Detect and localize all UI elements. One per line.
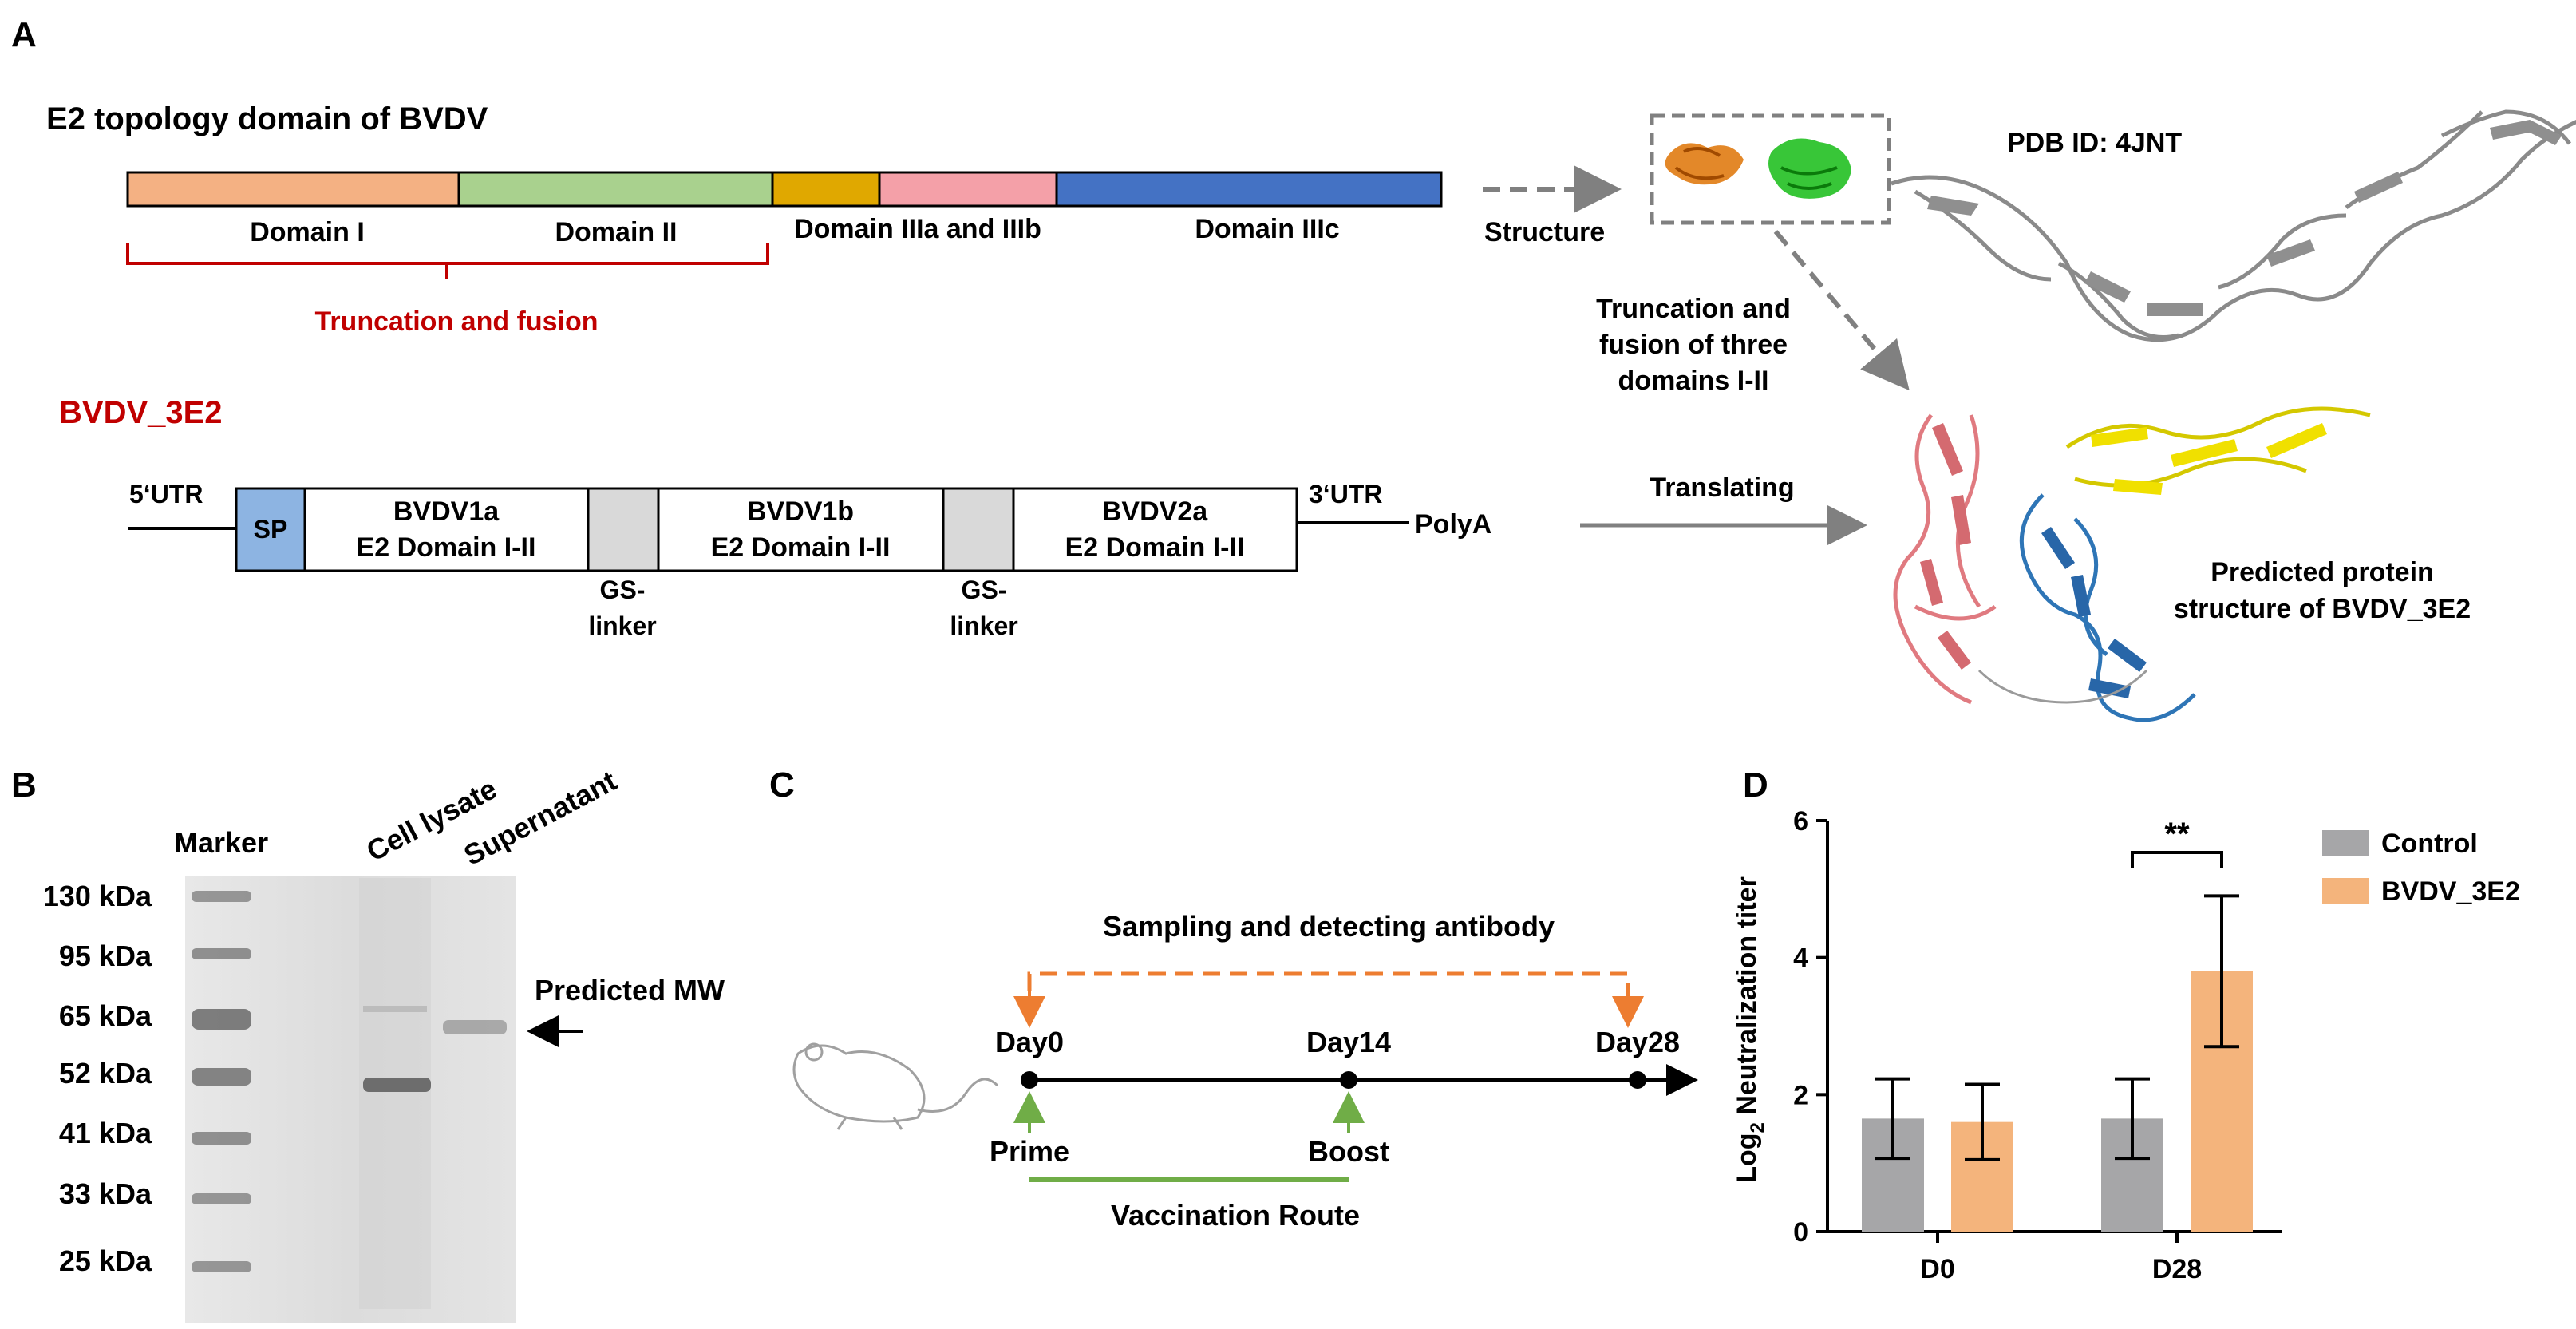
y-axis-title: Log2 Neutralization titer [1732, 876, 1768, 1183]
mw-25: 25 kDa [59, 1244, 152, 1277]
pdb-4jnt-sheets [1927, 120, 2562, 316]
translating-label: Translating [1650, 473, 1794, 503]
gs-linker-1-line1: GS- [600, 576, 646, 604]
y-tick-label: 2 [1793, 1080, 1808, 1110]
marker-label: Marker [174, 826, 268, 859]
mw-41: 41 kDa [59, 1117, 152, 1149]
segment-bvdv2a-domain: E2 Domain I-II [1065, 532, 1245, 563]
panel-label-a: A [11, 15, 37, 54]
segment-bvdv1a-domain: E2 Domain I-II [357, 532, 536, 563]
segment-bvdv1a-box [303, 487, 590, 572]
domain-bar [126, 171, 1443, 208]
domain-i-label: Domain I [250, 217, 365, 247]
prime-label: Prime [990, 1135, 1069, 1168]
vaccination-route-label: Vaccination Route [1111, 1199, 1360, 1232]
x-tick-label: D0 [1920, 1254, 1954, 1284]
legend-label-control: Control [2381, 829, 2478, 859]
x-tick-label: D28 [2152, 1254, 2202, 1284]
domain-iiia-box [771, 171, 881, 208]
domain-iiia-iiib-label: Domain IIIa and IIIb [794, 214, 1041, 244]
mw-52: 52 kDa [59, 1057, 152, 1090]
segment-bvdv2a-box [1012, 487, 1298, 572]
gel-image [185, 876, 516, 1323]
gs-linker-1-line2: linker [588, 611, 656, 640]
highlighted-domain-structures [1665, 138, 1851, 199]
mw-65: 65 kDa [59, 999, 152, 1032]
truncation-fusion-arrow [1773, 230, 1910, 391]
day28-label: Day28 [1595, 1026, 1680, 1058]
marker-ladder-bands [192, 891, 251, 1272]
domain-iiic-label: Domain IIIc [1195, 214, 1339, 244]
construct-title: BVDV_3E2 [59, 395, 223, 430]
sampling-dashed-bracket [1027, 971, 1630, 1018]
utr5-label: 5‘UTR [129, 480, 203, 508]
gs-linker-2-line2: linker [950, 611, 1017, 640]
panel-label-d: D [1743, 765, 1768, 805]
domain-i-box [126, 171, 460, 208]
trunc-fusion-line1: Truncation and [1596, 294, 1791, 324]
segment-bvdv1b-domain: E2 Domain I-II [711, 532, 891, 563]
timepoint-day14 [1340, 1071, 1357, 1089]
truncation-label: Truncation and fusion [314, 307, 598, 337]
domain-iiic-box [1055, 171, 1443, 208]
mw-95: 95 kDa [59, 939, 152, 972]
e2-topology-title: E2 topology domain of BVDV [46, 101, 488, 136]
gs-linker-2-line1: GS- [962, 576, 1007, 604]
gs-linker-box-2 [942, 487, 1015, 572]
sampling-label: Sampling and detecting antibody [1103, 910, 1555, 943]
timepoint-day0 [1021, 1071, 1038, 1089]
sp-label: SP [254, 515, 288, 544]
predicted-structure-line2: structure of BVDV_3E2 [2174, 594, 2471, 624]
significance-bracket [2131, 851, 2223, 868]
mw-33: 33 kDa [59, 1177, 152, 1210]
utr3-label: 3‘UTR [1309, 480, 1382, 508]
day0-label: Day0 [995, 1026, 1064, 1058]
segment-bvdv1b-name: BVDV1b [747, 496, 854, 527]
predicted-3e2-structure [1893, 406, 2371, 722]
mw-130: 130 kDa [43, 880, 152, 912]
truncation-bracket [126, 243, 769, 279]
y-tick-label: 6 [1793, 806, 1808, 837]
polya-label: PolyA [1415, 509, 1491, 540]
panel-label-b: B [11, 765, 37, 805]
structure-highlight-box [1650, 113, 1891, 225]
pdb-4jnt-structure [1891, 109, 2576, 342]
segment-bvdv2a-name: BVDV2a [1102, 496, 1208, 527]
y-tick-label: 4 [1793, 943, 1808, 974]
mouse-icon [792, 1042, 999, 1130]
domain-ii-label: Domain II [555, 217, 677, 247]
panel-label-c: C [769, 765, 795, 805]
segment-bvdv1a-name: BVDV1a [393, 496, 500, 527]
trunc-fusion-line3: domains I-II [1618, 366, 1769, 396]
trunc-fusion-line2: fusion of three [1599, 330, 1788, 360]
sample-lane-bands [359, 878, 507, 1309]
structure-label: Structure [1484, 217, 1605, 247]
y-tick-label: 0 [1793, 1217, 1808, 1248]
pdb-id-label: PDB ID: 4JNT [2007, 128, 2182, 158]
domain-iiib-box [878, 171, 1058, 208]
domain-ii-box [457, 171, 774, 208]
boost-label: Boost [1308, 1135, 1389, 1168]
gs-linker-box-1 [587, 487, 660, 572]
segment-bvdv1b-box [657, 487, 945, 572]
significance-label: ** [2164, 817, 2190, 852]
legend-swatch-bvdv-3e2 [2322, 878, 2369, 904]
legend-label-bvdv-3e2: BVDV_3E2 [2381, 876, 2520, 907]
predicted-structure-line1: Predicted protein [2211, 557, 2434, 587]
legend-swatch-control [2322, 830, 2369, 856]
day14-label: Day14 [1306, 1026, 1391, 1058]
timepoint-day28 [1629, 1071, 1646, 1089]
predicted-mw-label: Predicted MW [535, 974, 725, 1007]
